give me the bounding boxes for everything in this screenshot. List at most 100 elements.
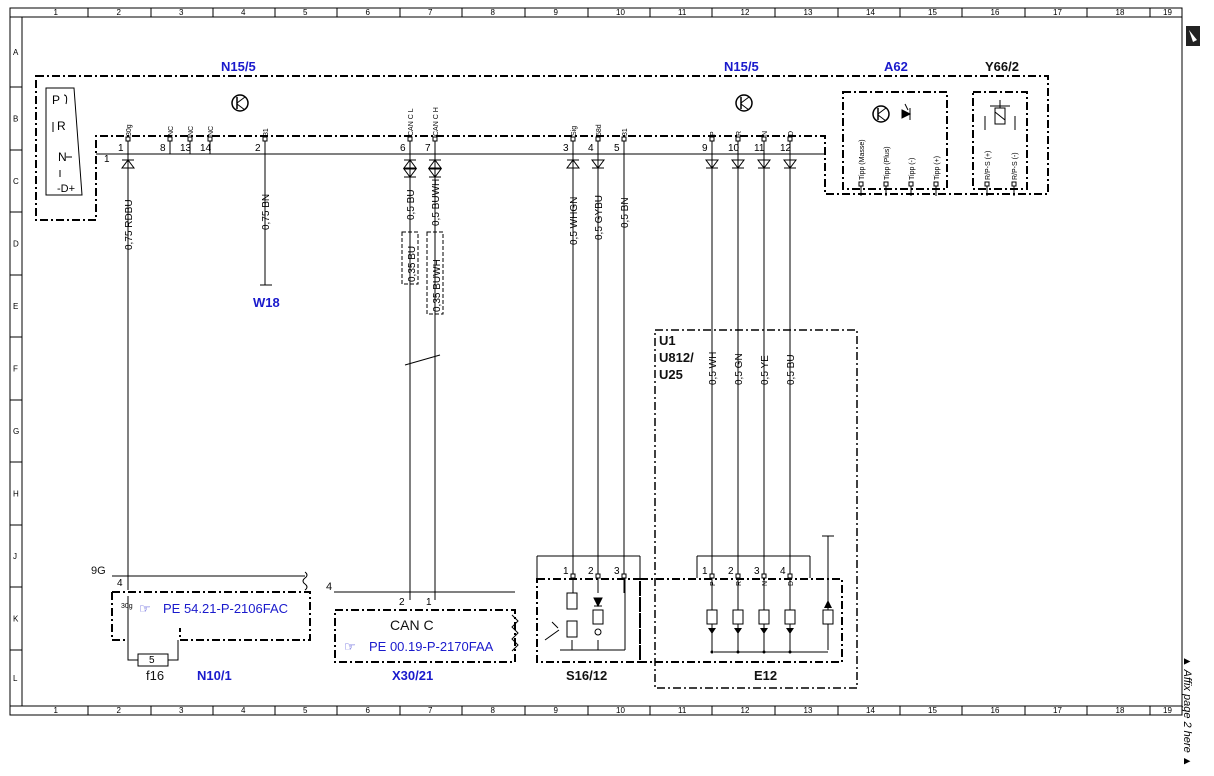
- grid-col-label: 12: [741, 706, 750, 715]
- label-w18: W18: [253, 295, 280, 310]
- wire-label: 0,5 BU: [786, 354, 797, 385]
- resistor-icon: [758, 609, 770, 625]
- x30-pin-1: 1: [426, 597, 432, 608]
- grid-col-label: 2: [117, 706, 122, 715]
- pin-signal: P: [710, 131, 717, 136]
- grid-col-label: 3: [179, 8, 184, 17]
- a62-pin-signal: Tipp (Masse): [859, 139, 866, 180]
- grid-row-label: A: [13, 48, 19, 57]
- transistor-icon: [231, 94, 249, 112]
- label-u1: U1: [659, 333, 676, 348]
- pin-signal: 31: [622, 128, 629, 136]
- pin-signal: NC: [168, 126, 175, 136]
- drawing-frame: [9, 7, 1183, 716]
- e12-pin-number: 2: [728, 566, 734, 577]
- grid-col-label: 5: [303, 706, 308, 715]
- led-icon: [734, 628, 742, 634]
- grid-col-label: 17: [1053, 706, 1062, 715]
- n10-pin-4: 4: [117, 578, 123, 589]
- label-9g: 9G: [91, 565, 106, 577]
- led-icon: [786, 628, 794, 634]
- x30-21-module: 4 2 1 CAN C ☞ PE 00.19-P-2170FAA X30/21: [326, 581, 519, 683]
- ref-icon: ☞: [139, 601, 151, 616]
- label-y66-2: Y66/2: [985, 59, 1019, 74]
- grid-col-label: 12: [741, 8, 750, 17]
- resistor-icon: [784, 609, 796, 625]
- wire-label: 0,5 WHGN: [569, 197, 580, 245]
- wire-label: 0,75 RDBU: [124, 199, 135, 250]
- side-note: ▲ Affix page 2 here ▲: [1181, 656, 1193, 767]
- grid-row-label: C: [13, 177, 19, 186]
- grid-row-label: B: [13, 115, 18, 124]
- e12-pin-signal: N: [762, 581, 769, 586]
- y66-pin-signal: R/P-S (-): [1012, 152, 1019, 180]
- pin-number: 3: [563, 143, 569, 154]
- a62-pin-signal: Tipp (Plus): [884, 146, 891, 180]
- grid-col-label: 7: [428, 706, 433, 715]
- wire-label: 0,5 BUWH: [431, 179, 442, 226]
- wire-label: 0,5 WH: [708, 352, 719, 385]
- grid-row-label: E: [13, 302, 18, 311]
- e12-pin-number: 3: [754, 566, 760, 577]
- pin-number: 9: [702, 143, 708, 154]
- pin-number: 6: [400, 143, 406, 154]
- label-u25: U25: [659, 367, 683, 382]
- grid-col-label: 8: [491, 8, 496, 17]
- s16-pin-number: 3: [614, 566, 620, 577]
- grid-row-label: D: [13, 240, 19, 249]
- grid-col-label: 19: [1163, 8, 1172, 17]
- pin-signal: 30g: [126, 124, 133, 136]
- grid-col-label: 2: [117, 8, 122, 17]
- grid-row-label: L: [13, 674, 18, 683]
- s16-pin-number: 2: [588, 566, 594, 577]
- transistor-icon: [735, 94, 753, 112]
- link-n10-ref[interactable]: PE 54.21-P-2106FAC: [163, 601, 288, 616]
- e12-pin-signal: D: [788, 581, 795, 586]
- e12-pin-number: 4: [780, 566, 786, 577]
- pin-signal: 58d: [596, 124, 603, 136]
- led-icon: [760, 628, 768, 634]
- label-can-c: CAN C: [390, 617, 434, 633]
- grid-col-label: 7: [428, 8, 433, 17]
- gear-r: R: [57, 119, 66, 133]
- grid-col-label: 9: [554, 8, 559, 17]
- grid-col-label: 17: [1053, 8, 1062, 17]
- grid-col-label: 6: [366, 706, 371, 715]
- pin-number: 11: [754, 143, 765, 154]
- a62-module: Tipp (Masse)Tipp (Plus)Tipp (-)Tipp (+): [842, 91, 948, 196]
- grid-col-label: 13: [804, 706, 813, 715]
- grid-row-label: J: [13, 552, 17, 561]
- gear-n: N: [58, 150, 67, 164]
- a62-pin-signal: Tipp (-): [909, 158, 916, 180]
- n10-1-module: 9G 4 30g ☞ PE 54.21-P-2106FAC 5 f16 N10/…: [91, 565, 311, 683]
- pin-number: 2: [255, 143, 261, 154]
- label-s16-12: S16/12: [566, 668, 607, 683]
- grid-col-label: 10: [616, 8, 625, 17]
- grid-col-label: 18: [1116, 706, 1125, 715]
- pin-signal: NC: [208, 126, 215, 136]
- u1-module: U1 U812/ U25: [654, 329, 858, 689]
- grid-col-label: 5: [303, 8, 308, 17]
- grid-row-label: F: [13, 365, 18, 374]
- pin-number: 12: [780, 143, 792, 154]
- pin-number: 4: [588, 143, 594, 154]
- grid-col-label: 1: [54, 706, 59, 715]
- pin-number: 5: [614, 143, 620, 154]
- pin-signal: NC: [188, 126, 195, 136]
- grid-col-label: 13: [804, 8, 813, 17]
- resistor-icon: [732, 609, 744, 625]
- n10-pin-sig: 30g: [121, 603, 133, 610]
- pin-number: 8: [160, 143, 166, 154]
- grid-col-label: 16: [991, 706, 1000, 715]
- link-x30-ref[interactable]: PE 00.19-P-2170FAA: [369, 639, 494, 654]
- y66-pin-signal: R/P-S (+): [985, 151, 992, 180]
- grid-col-label: 14: [866, 706, 875, 715]
- grid-col-label: 11: [678, 8, 687, 17]
- pin-signal: Sig: [571, 126, 578, 136]
- grid-row-label: G: [13, 427, 19, 436]
